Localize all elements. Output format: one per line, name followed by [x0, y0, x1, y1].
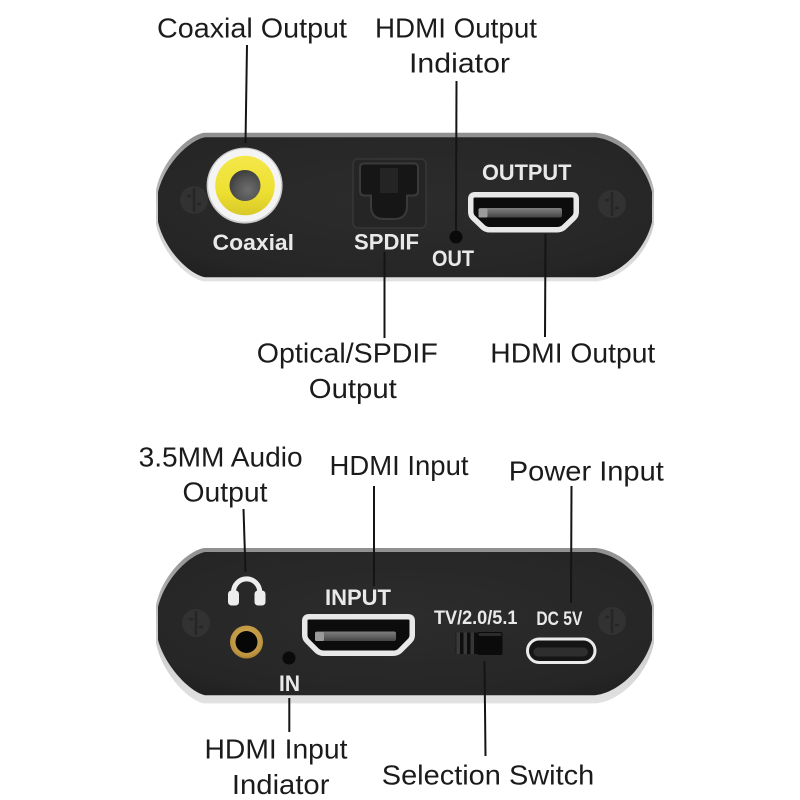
svg-text:Selection Switch: Selection Switch [382, 760, 595, 791]
svg-text:HDMI Input: HDMI Input [205, 734, 348, 765]
svg-text:3.5MM Audio: 3.5MM Audio [139, 442, 303, 473]
svg-text:DC 5V: DC 5V [536, 608, 582, 630]
svg-text:OUTPUT: OUTPUT [482, 160, 572, 185]
svg-text:Coaxial Output: Coaxial Output [157, 13, 347, 44]
svg-text:OUT: OUT [432, 246, 474, 271]
svg-text:Power Input: Power Input [509, 456, 664, 487]
svg-text:HDMI Output: HDMI Output [375, 13, 537, 44]
svg-text:Indiator: Indiator [409, 48, 510, 79]
svg-text:SPDIF: SPDIF [354, 230, 419, 255]
svg-text:TV/2.0/5.1: TV/2.0/5.1 [434, 607, 518, 629]
svg-text:Coaxial: Coaxial [213, 230, 295, 255]
svg-text:Optical/SPDIF: Optical/SPDIF [257, 338, 438, 369]
svg-text:Indiator: Indiator [232, 769, 330, 800]
svg-text:INPUT: INPUT [325, 585, 392, 610]
svg-text:HDMI Output: HDMI Output [490, 338, 655, 369]
svg-text:HDMI Input: HDMI Input [330, 450, 469, 481]
svg-text:Output: Output [183, 477, 268, 508]
svg-text:IN: IN [279, 671, 300, 696]
svg-text:Output: Output [309, 373, 397, 404]
